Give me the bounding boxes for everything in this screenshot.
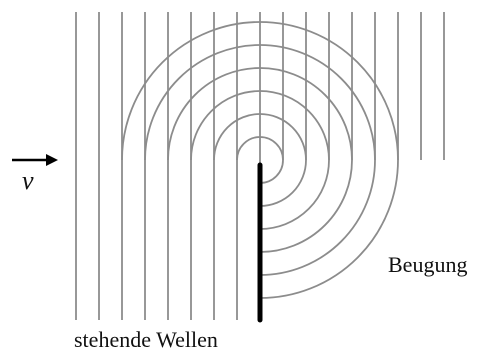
velocity-label: v — [22, 166, 34, 195]
diffraction-arc — [259, 159, 376, 276]
diffraction-semicircles — [121, 21, 399, 299]
diffraction-arc — [190, 90, 330, 161]
diffraction-arc — [167, 67, 353, 161]
diffraction-arc — [259, 159, 330, 230]
diffraction-label: Beugung — [388, 252, 468, 277]
arrow-right-icon — [12, 154, 58, 166]
diffraction-arc — [259, 159, 307, 207]
diffraction-arc — [213, 113, 307, 161]
diffraction-arc — [259, 159, 399, 299]
diffraction-arc — [259, 159, 353, 253]
diffraction-arc — [259, 159, 284, 184]
diffraction-arc — [144, 44, 376, 161]
diffraction-arc — [236, 136, 284, 161]
standing-waves-label: stehende Wellen — [74, 327, 218, 352]
plane-wavefronts — [75, 12, 445, 320]
diffraction-arc — [121, 21, 399, 161]
